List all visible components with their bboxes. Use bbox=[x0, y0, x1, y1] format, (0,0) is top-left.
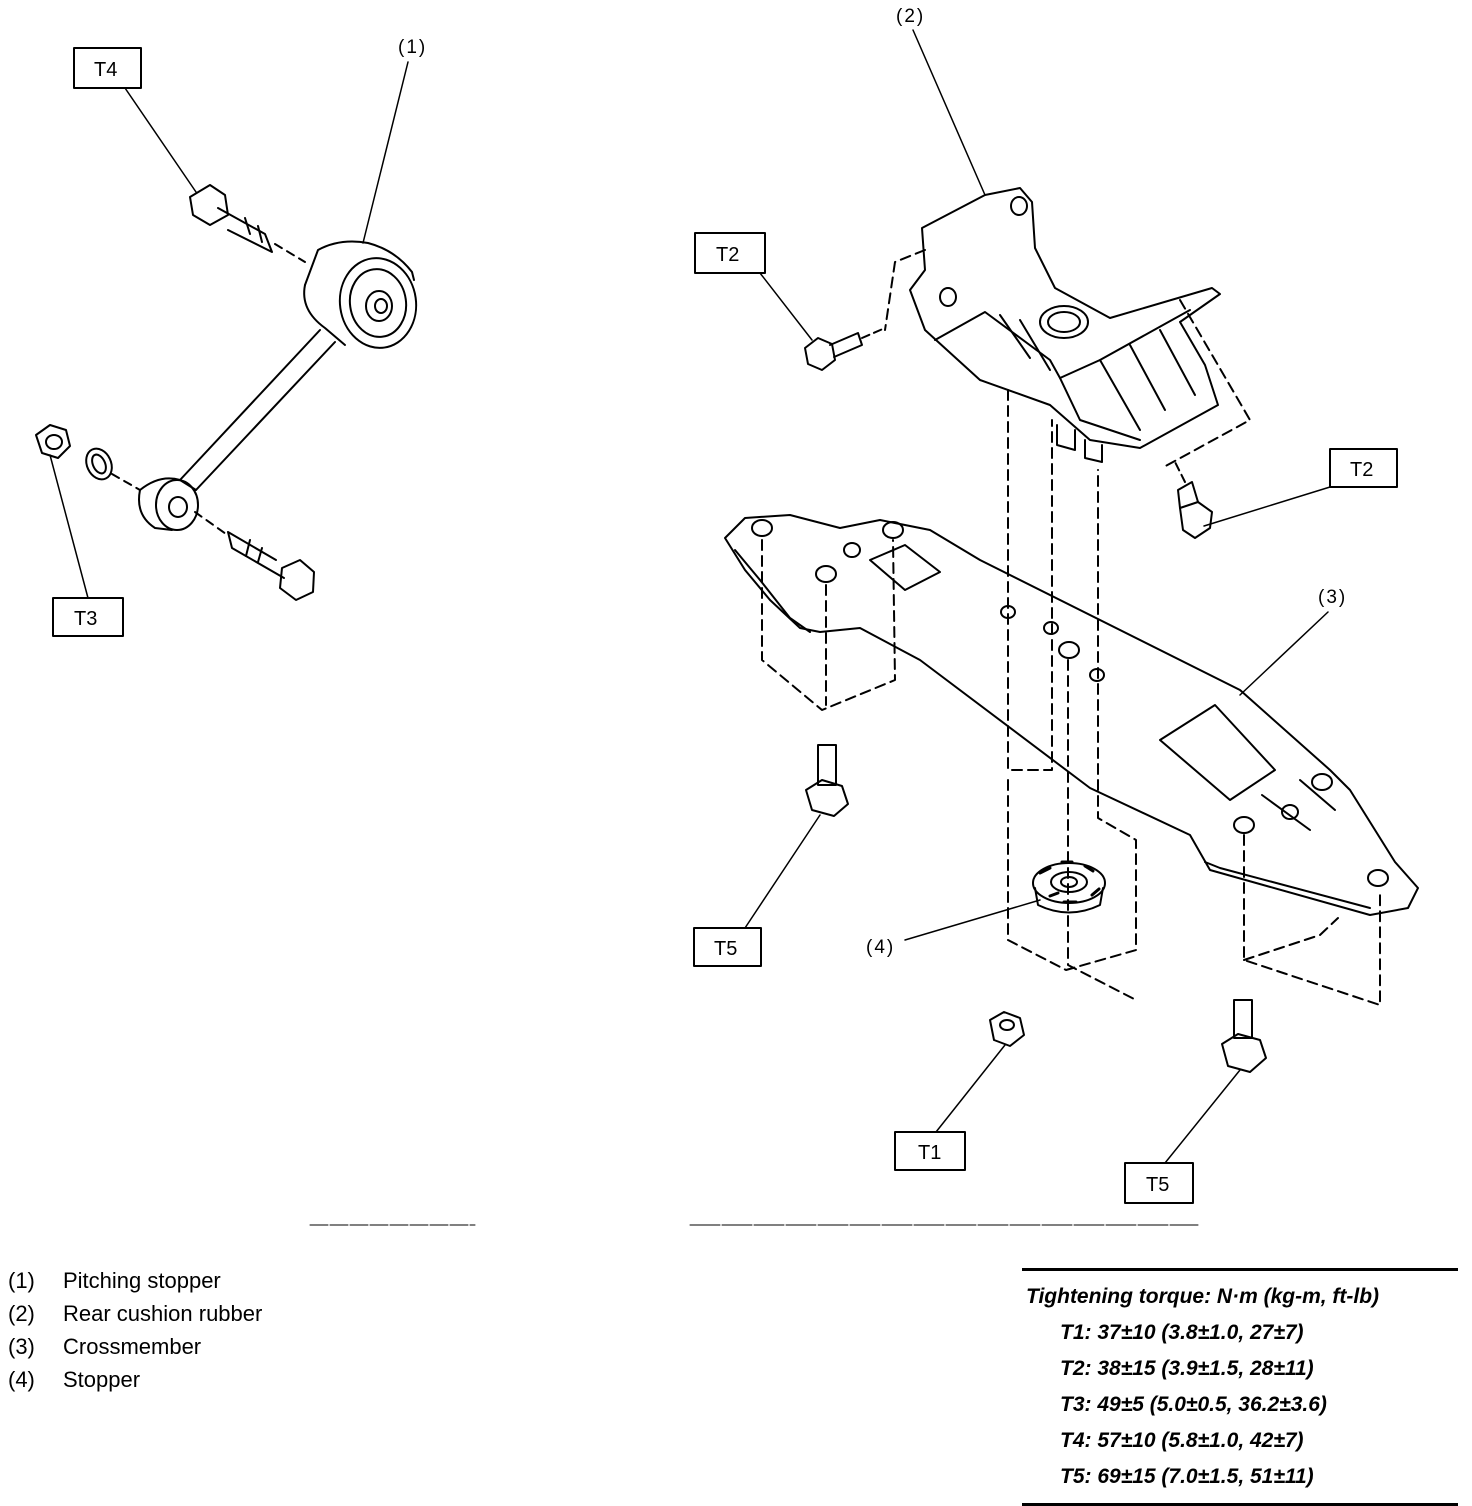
callout-2: (2) bbox=[896, 6, 925, 27]
legend-number: (1) bbox=[8, 1268, 35, 1293]
torque-label-t1: T1 bbox=[918, 1142, 941, 1164]
pitching-stopper-drawing bbox=[35, 184, 418, 601]
legend-item: (3) Crossmember bbox=[8, 1330, 262, 1363]
torque-label-t3: T3 bbox=[74, 608, 97, 630]
torque-label-t2-left: T2 bbox=[716, 244, 739, 266]
legend-item: (2) Rear cushion rubber bbox=[8, 1297, 262, 1330]
legend-name: Rear cushion rubber bbox=[63, 1301, 263, 1326]
callout-1: (1) bbox=[398, 37, 427, 58]
legend-number: (3) bbox=[8, 1334, 35, 1359]
stopper-drawing bbox=[1032, 860, 1106, 914]
torque-row-t4: T4: 57±10 (5.8±1.0, 42±7) bbox=[1060, 1429, 1304, 1452]
t2-left-box bbox=[694, 232, 766, 274]
legend-number: (2) bbox=[8, 1301, 35, 1326]
rear-cushion-rubber-drawing bbox=[804, 187, 1251, 539]
legend-item: (4) Stopper bbox=[8, 1363, 262, 1396]
crossmember-drawing bbox=[724, 389, 1419, 1073]
t2-right-box bbox=[1329, 448, 1398, 488]
t5-right-box bbox=[1124, 1162, 1194, 1204]
torque-label-t5-left: T5 bbox=[714, 938, 737, 960]
torque-row-t3: T3: 49±5 (5.0±0.5, 36.2±3.6) bbox=[1060, 1393, 1327, 1416]
legend-number: (4) bbox=[8, 1367, 35, 1392]
torque-label-t2-right: T2 bbox=[1350, 459, 1373, 481]
torque-label-t4: T4 bbox=[94, 59, 117, 81]
legend-name: Crossmember bbox=[63, 1334, 202, 1359]
torque-row-t5: T5: 69±15 (7.0±1.5, 51±11) bbox=[1060, 1465, 1314, 1488]
callout-3: (3) bbox=[1318, 587, 1347, 608]
t5-left-box bbox=[693, 927, 762, 967]
leader-lines bbox=[49, 29, 1331, 1164]
legend-name: Pitching stopper bbox=[63, 1268, 221, 1293]
tightening-torque-table: Tightening torque: N·m (kg-m, ft-lb) T1:… bbox=[1022, 1268, 1458, 1506]
torque-table-title: Tightening torque: N·m (kg-m, ft-lb) bbox=[1026, 1285, 1380, 1308]
torque-row-t1: T1: 37±10 (3.8±1.0, 27±7) bbox=[1060, 1321, 1304, 1344]
torque-row-t2: T2: 38±15 (3.9±1.5, 28±11) bbox=[1060, 1357, 1314, 1380]
legend-item: (1) Pitching stopper bbox=[8, 1264, 262, 1297]
t1-box bbox=[894, 1131, 966, 1171]
legend-name: Stopper bbox=[63, 1367, 141, 1392]
parts-legend: (1) Pitching stopper (2) Rear cushion ru… bbox=[8, 1264, 262, 1396]
callout-4: (4) bbox=[866, 937, 895, 958]
t3-box bbox=[52, 597, 124, 637]
t4-box bbox=[73, 47, 142, 89]
torque-label-t5-right: T5 bbox=[1146, 1174, 1169, 1196]
